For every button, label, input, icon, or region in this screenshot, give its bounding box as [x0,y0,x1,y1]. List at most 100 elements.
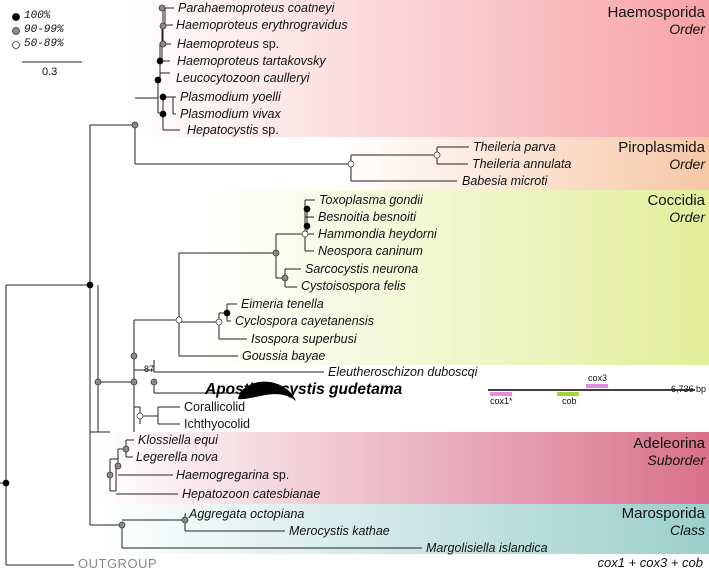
haemosporida-band [0,0,709,137]
taxon-name: Eleutheroschizon duboscqi [328,365,478,379]
taxon-name: Cystoisospora felis [301,279,406,293]
taxon-label: Plasmodium yoelli [180,90,281,104]
legend-symbol-90-99 [12,27,20,35]
support-node [175,316,183,324]
legend-label-100: 100% [24,10,51,22]
taxon-name: Sarcocystis neurona [305,262,419,276]
support-node [131,121,139,129]
taxon-name: Hepatozoon catesbianae [182,487,321,501]
taxon-label: Toxoplasma gondii [319,193,423,207]
taxon-name: Leucocytozoon caulleryi [176,71,310,85]
group-name-haemosporida: Haemosporida [607,4,705,21]
taxon-label: Besnoitia besnoiti [318,210,416,224]
support-node [159,110,167,118]
tree-branches [0,7,469,566]
gene-label-cox3: cox3 [588,373,608,383]
taxon-name: Babesia microti [462,174,548,188]
taxon-label: Aggregata octopiana [189,507,304,521]
support-node [130,378,138,386]
taxon-name: Haemoproteus [177,37,259,51]
taxon-label: Cyclospora cayetanensis [235,314,374,328]
support-node [150,378,158,386]
taxon-label: Eimeria tenella [241,297,324,311]
taxon-name: Goussia bayae [242,349,326,363]
support-node [159,93,167,101]
focal-taxon-label: Apostichocystis gudetama [205,381,403,398]
group-rank-haemosporida: Order [669,21,705,37]
taxon-name: Eimeria tenella [241,297,324,311]
taxon-label: Isospora superbusi [251,332,357,346]
group-rank-marosporida: Class [669,522,705,538]
scale-label: 0.3 [42,66,58,78]
support-node [154,76,162,84]
group-name-coccidia: Coccidia [647,192,705,209]
support-node [122,445,130,453]
taxon-label: Leucocytozoon caulleryi [176,71,309,85]
concatenated-genes-footnote: cox1 + cox3 + cob [597,555,703,570]
taxon-label: Babesia microti [462,174,547,188]
support-node [86,281,94,289]
gene-cox3 [586,384,608,388]
taxon-label: Haemoproteus tartakovsky [177,54,326,68]
support-node [156,57,164,65]
legend-symbol-100 [12,13,20,21]
bootstrap-value-label: 87 [144,364,155,374]
taxon-name: Haemogregarina [176,468,270,482]
gene-label-cob: cob [562,396,577,406]
support-node [303,222,311,230]
taxon-name: Theileria annulata [472,157,572,171]
taxon-label: Parahaemoproteus coatneyi [178,1,334,15]
taxon-name: Plasmodium yoelli [180,90,281,104]
outgroup-label: OUTGROUP [78,556,158,571]
taxon-label: Legerella nova [136,450,218,464]
taxon-label: Haemoproteus erythrogravidus [176,18,348,32]
taxon-name: Parahaemoproteus coatneyi [178,1,335,15]
taxon-suffix: Corallicolid [184,400,246,414]
gene-cob [557,392,579,396]
support-node [159,40,167,48]
taxon-name: Haemoproteus erythrogravidus [176,18,348,32]
taxon-name: Hepatocystis [187,123,259,137]
taxon-name: Toxoplasma gondii [319,193,423,207]
gene-cox1 [490,392,512,396]
taxon-label: Theileria parva [473,140,556,154]
taxon-name: Margolisiella islandica [426,541,548,555]
support-node [281,274,289,282]
taxon-label: Haemogregarina sp. [176,468,289,482]
support-node [130,352,138,360]
taxon-name: Legerella nova [136,450,219,464]
taxon-name: Isospora superbusi [251,332,357,346]
taxon-name: Plasmodium vivax [180,107,281,121]
support-node [215,318,223,326]
taxon-label: Haemoproteus sp. [177,37,279,51]
support-node [159,22,167,30]
group-name-piroplasmida: Piroplasmida [618,139,705,156]
taxon-name: Theileria parva [473,140,556,154]
support-node [272,249,280,257]
taxon-label: Klossiella equi [138,433,218,447]
taxon-suffix: Ichthyocolid [184,417,251,431]
taxon-name: Klossiella equi [138,433,218,447]
support-node [2,479,10,487]
support-node [181,516,189,524]
taxon-label: Hepatozoon catesbianae [182,487,320,501]
taxon-label: Plasmodium vivax [180,107,281,121]
taxon-suffix: sp. [258,123,279,137]
support-nodes [2,4,441,529]
taxon-label: Margolisiella islandica [426,541,548,555]
taxon-name: Besnoitia besnoiti [318,210,416,224]
taxon-label: Ichthyocolid [184,417,250,431]
taxon-label: Goussia bayae [242,349,325,363]
taxon-name: Neospora caninum [318,244,423,258]
taxon-label: Merocystis kathae [289,524,390,538]
taxon-label: Corallicolid [184,400,245,414]
support-node [106,471,114,479]
taxon-name: Hammondia heydorni [318,227,437,241]
taxon-label: Cystoisospora felis [301,279,406,293]
group-rank-coccidia: Order [669,209,705,225]
taxon-name: Haemoproteus tartakovsky [177,54,326,68]
coccidia-band [0,190,709,365]
taxon-name: Merocystis kathae [289,524,390,538]
support-node [118,521,126,529]
